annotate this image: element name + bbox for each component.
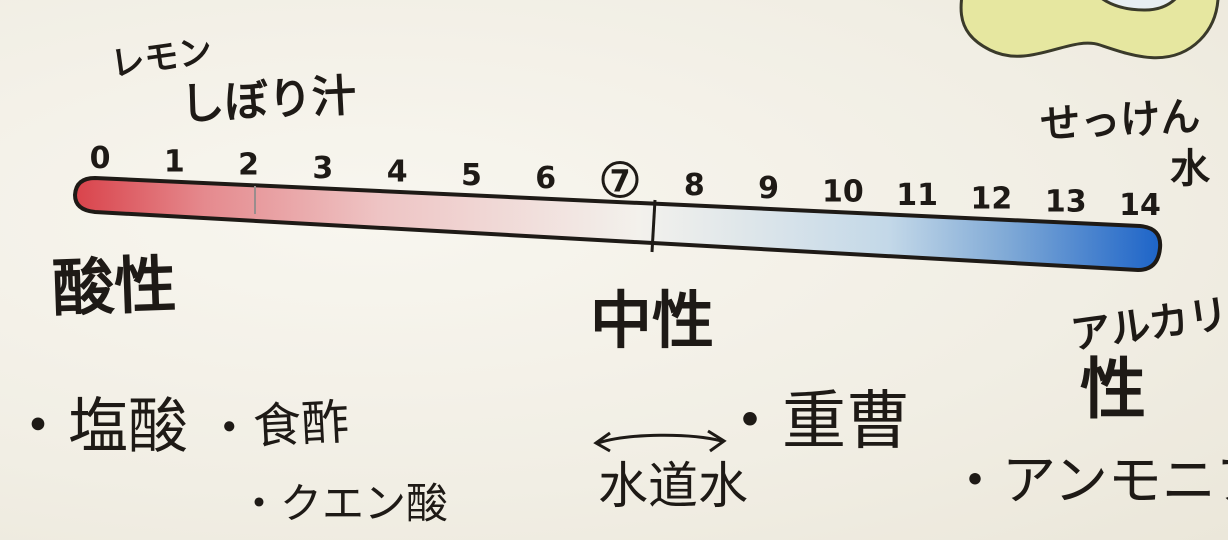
ph-tick-label: 4 [387, 154, 408, 189]
label-soap-line2: 水 [1170, 146, 1210, 192]
ph-tick-label: 11 [896, 178, 938, 213]
ph-tick-label: 3 [312, 151, 333, 186]
ph-tick-label: 10 [822, 175, 864, 210]
example-hydrochloric-acid: ・塩酸 [8, 392, 188, 462]
example-tap-water: 水道水 [598, 457, 748, 515]
ph-tick-label: 5 [461, 158, 482, 193]
region-alkaline-line2: 性 [1080, 351, 1146, 428]
yellow-sketch-decoration [959, 0, 1220, 60]
region-neutral: 中性 [590, 284, 715, 357]
region-acidic: 酸性 [50, 247, 178, 326]
example-vinegar: ・食酢 [203, 394, 351, 458]
example-citric-acid: ・クエン酸 [238, 479, 449, 528]
ph-tick-label: 1 [164, 144, 185, 179]
ph-tick-label: 8 [684, 168, 705, 203]
ph-tick-label: 12 [971, 181, 1013, 216]
neutral-divider [650, 199, 657, 253]
ph-tick-label: 7 [610, 165, 631, 200]
neutral-tick-circle [601, 161, 639, 198]
ph-tick-label: 2 [238, 148, 259, 183]
example-baking-soda: ・重曹 [718, 385, 910, 459]
ph-tick-label: 6 [535, 161, 556, 196]
example-ammonia: ・アンモニア [948, 449, 1228, 512]
ph-tick-label: 13 [1045, 185, 1087, 220]
ph-tick-label: 9 [758, 171, 779, 206]
double-arrow [593, 429, 727, 453]
ph-tick-label: 0 [90, 141, 111, 176]
ph-tick-label: 14 [1119, 188, 1161, 223]
ph-bar [72, 175, 1163, 273]
